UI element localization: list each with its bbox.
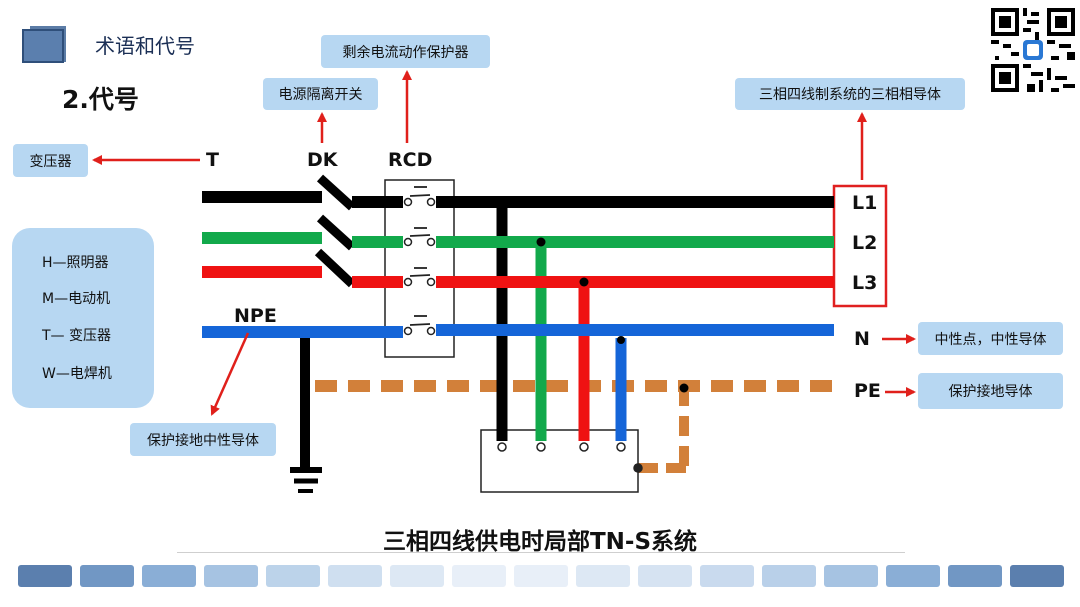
label-dk: DK (307, 149, 338, 171)
l2-conductor (202, 214, 834, 441)
legend-item: M—电动机 (42, 291, 111, 307)
label-rcd: RCD (388, 149, 433, 171)
diagram-caption: 三相四线供电时局部TN-S系统 (382, 529, 698, 555)
footer-bar (328, 565, 382, 587)
callout-dk: 电源隔离开关 (263, 78, 378, 110)
footer-bar (18, 565, 72, 587)
label-n: N (854, 328, 870, 350)
legend-panel: H—照明器 M—电动机 T— 变压器 W—电焊机 (12, 228, 154, 408)
l3-conductor (202, 248, 834, 441)
footer-bar (948, 565, 1002, 587)
legend-item: T— 变压器 (42, 328, 112, 344)
section-subtitle: 2.代号 (62, 85, 139, 114)
footer-bar (1010, 565, 1064, 587)
legend-item: H—照明器 (42, 255, 109, 271)
load-device (480, 429, 639, 493)
n-conductor (202, 324, 834, 441)
caption-divider (177, 552, 905, 553)
footer-bar (824, 565, 878, 587)
legend-item: W—电焊机 (42, 366, 112, 382)
callout-neutral: 中性点，中性导体 (918, 322, 1063, 355)
callout-rcd: 剩余电流动作保护器 (321, 35, 490, 68)
footer-bar (266, 565, 320, 587)
ground-symbol (290, 338, 322, 493)
footer-bar (80, 565, 134, 587)
label-l1: L1 (852, 192, 878, 214)
rcd-device (384, 179, 455, 358)
footer-bar (514, 565, 568, 587)
pe-conductor (315, 380, 840, 473)
label-transformer: T (206, 149, 219, 171)
callout-pe: 保护接地导体 (918, 373, 1063, 409)
callout-pen: 保护接地中性导体 (130, 423, 276, 456)
footer-bar (576, 565, 630, 587)
l1-conductor (202, 174, 834, 441)
annotation-arrows (92, 70, 916, 416)
callout-transformer: 变压器 (13, 144, 88, 177)
rcd-contacts (403, 197, 436, 336)
page-title: 术语和代号 (95, 34, 195, 58)
footer-bar (762, 565, 816, 587)
footer-bar (886, 565, 940, 587)
footer-bar (390, 565, 444, 587)
footer-bar (142, 565, 196, 587)
load-terminals (497, 442, 643, 473)
footer-bar (452, 565, 506, 587)
header-decoration-square (22, 29, 64, 63)
label-l3: L3 (852, 272, 878, 294)
label-npe: NPE (234, 305, 277, 327)
footer-bar (700, 565, 754, 587)
label-pe: PE (854, 380, 881, 402)
callout-phase-conductors: 三相四线制系统的三相相导体 (735, 78, 965, 110)
qr-code-icon (991, 8, 1075, 92)
footer-bar (638, 565, 692, 587)
footer-bar (204, 565, 258, 587)
label-l2: L2 (852, 232, 878, 254)
